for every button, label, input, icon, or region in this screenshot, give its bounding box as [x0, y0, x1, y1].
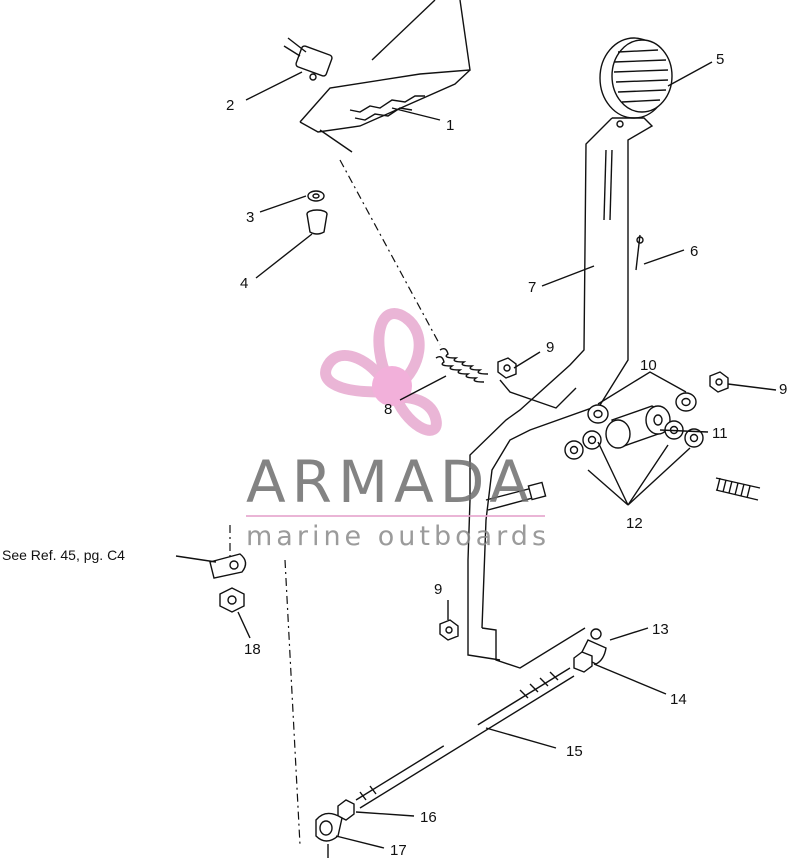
connector-part-2: [283, 37, 333, 81]
reference-note: See Ref. 45, pg. C4: [2, 547, 125, 563]
callout-12: 12: [626, 515, 643, 532]
rod-part-15: [355, 667, 575, 809]
callout-labels: 1 2 3 4 5 6 7 8 9 9 9 10 11 12 13 14 15 …: [2, 51, 787, 859]
armada-watermark: ARMADA marine outboards: [246, 308, 550, 552]
callout-7: 7: [528, 279, 536, 296]
spring-part-8: [435, 347, 489, 383]
watermark-subtitle: marine outboards: [246, 521, 550, 552]
callout-9-upper: 9: [546, 339, 554, 356]
leader-lines: [175, 61, 777, 849]
callout-9-right: 9: [779, 381, 787, 398]
nut-part-9-upper: [497, 357, 517, 379]
callout-8: 8: [384, 401, 392, 418]
callout-3: 3: [246, 209, 254, 226]
callout-17: 17: [390, 842, 407, 859]
jam-nut-part-14: [573, 651, 593, 673]
bushing-part-11: [605, 405, 671, 449]
pivot-shaft: [485, 477, 761, 511]
watermark-title: ARMADA: [246, 448, 535, 516]
callout-16: 16: [420, 809, 437, 826]
callout-15: 15: [566, 743, 583, 760]
callout-6: 6: [690, 243, 698, 260]
washer-part-10: [587, 392, 697, 424]
callout-2: 2: [226, 97, 234, 114]
mounting-bracket: [299, 0, 471, 153]
propeller-logo-icon: [320, 308, 442, 436]
callout-14: 14: [670, 691, 687, 708]
callout-9-lower: 9: [434, 581, 442, 598]
callout-4: 4: [240, 275, 248, 292]
boot-part-4: [306, 209, 328, 235]
callout-5: 5: [716, 51, 724, 68]
callout-1: 1: [446, 117, 454, 134]
pedal-pad-part-5: [599, 37, 673, 119]
nut-part-3: [307, 190, 325, 202]
callout-11: 11: [712, 425, 728, 442]
callout-13: 13: [652, 621, 669, 638]
callout-10: 10: [640, 357, 657, 374]
pedal-arm-part-7: [467, 117, 654, 669]
nut-part-9-right: [709, 371, 729, 393]
ball-joint-part-17: [315, 812, 343, 858]
callout-18: 18: [244, 641, 261, 658]
nut-part-9-lower: [439, 619, 459, 641]
lever-part-18: [209, 553, 247, 613]
pin-part-6: [635, 234, 644, 271]
